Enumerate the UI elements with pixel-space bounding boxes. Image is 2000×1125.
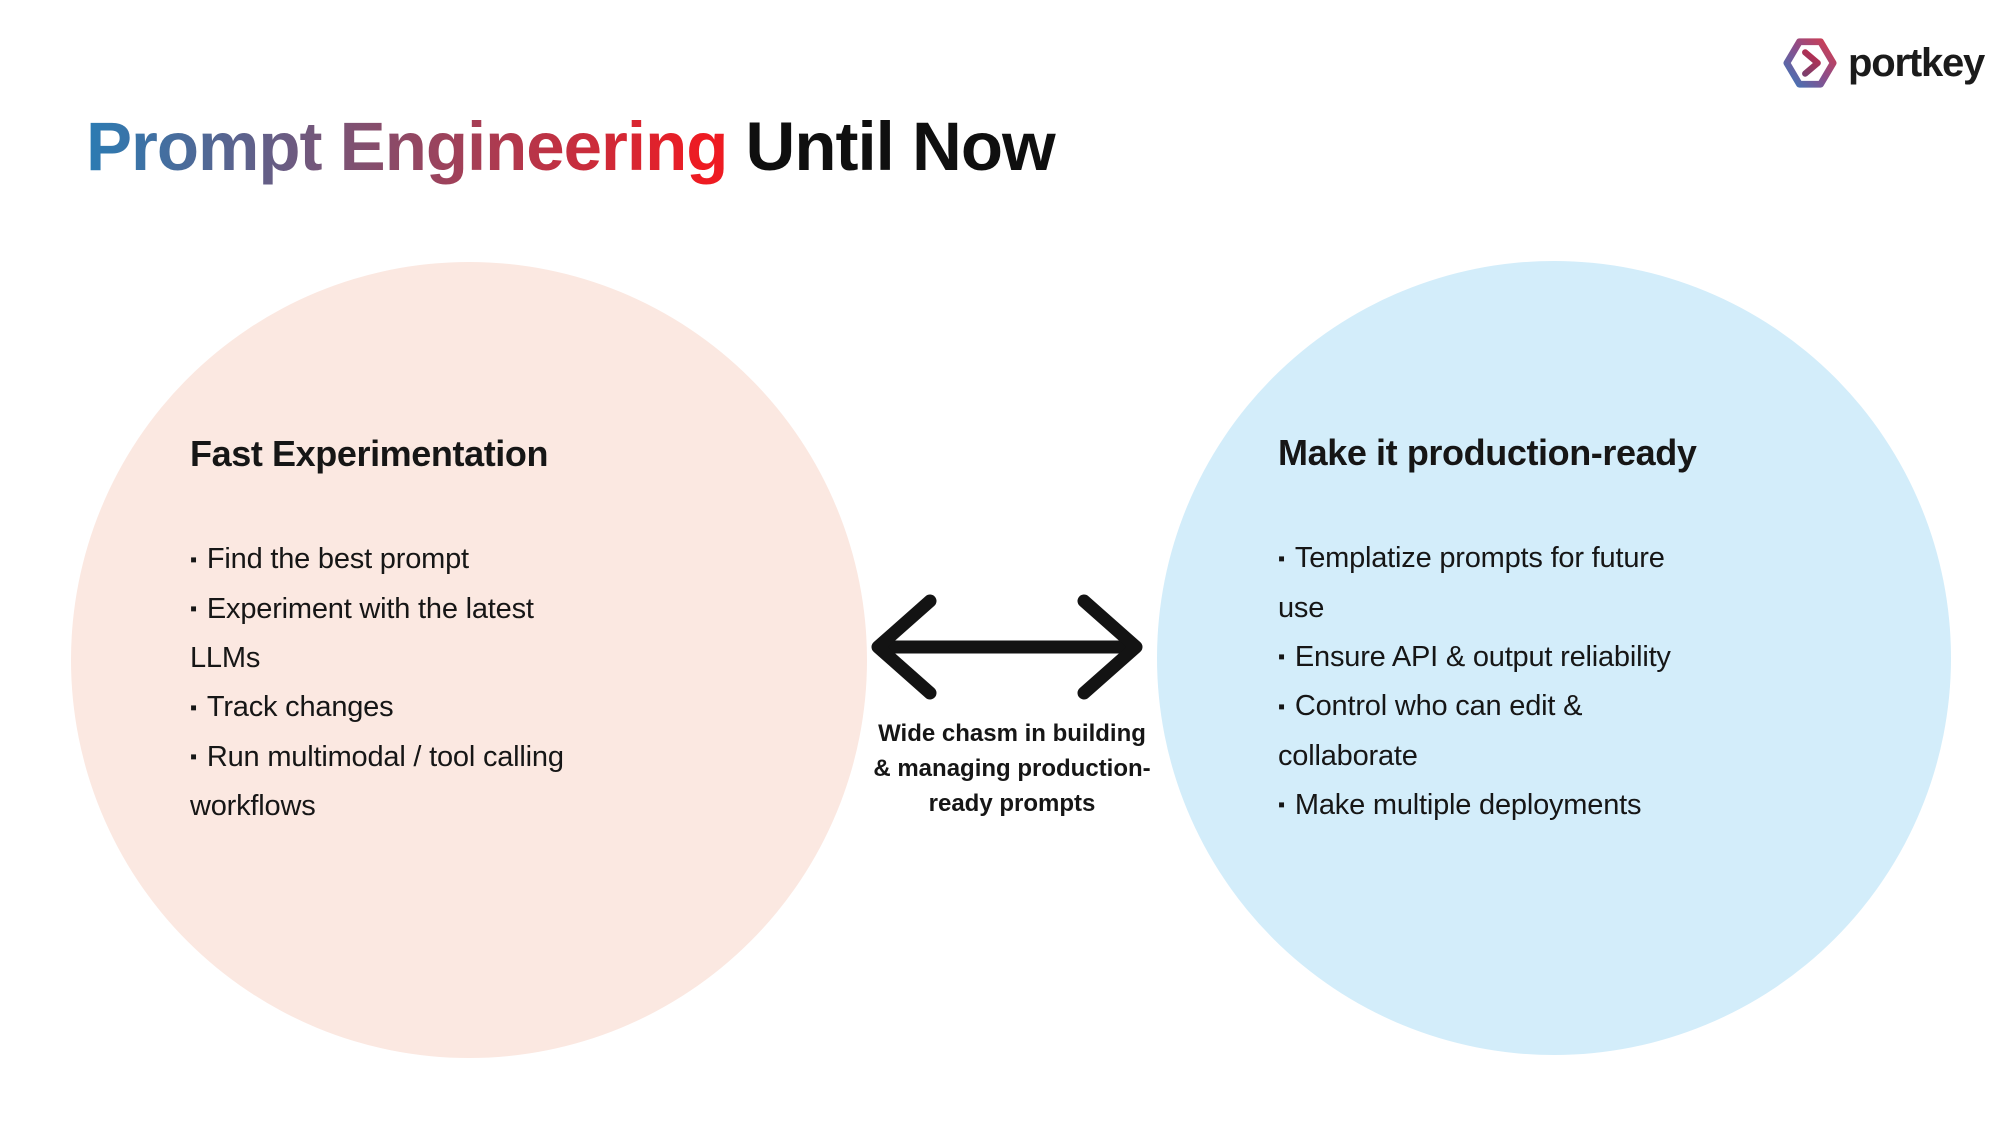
bullet-text: Ensure API & output reliability bbox=[1294, 640, 1671, 673]
bullet-text: Run multimodal / tool calling workflows bbox=[190, 740, 564, 823]
portkey-logo: portkey bbox=[1783, 36, 1985, 90]
bullet-square-icon: ▪ bbox=[190, 548, 197, 571]
bullet-item: ▪ Make multiple deployments bbox=[1278, 781, 1863, 831]
bullet-text: Track changes bbox=[206, 691, 394, 724]
portkey-wordmark: portkey bbox=[1848, 40, 1985, 85]
bullet-item: ▪ Find the best prompt bbox=[190, 535, 755, 585]
bullet-square-icon: ▪ bbox=[190, 746, 197, 769]
title-gradient-text: Prompt Engineering bbox=[86, 108, 728, 186]
chasm-caption: Wide chasm in building & managing produc… bbox=[873, 720, 1151, 817]
bullet-item: ▪Control who can edit & collaborate bbox=[1278, 682, 1863, 781]
bullet-square-icon: ▪ bbox=[1278, 646, 1285, 669]
right-circle-heading: Make it production-ready bbox=[1278, 432, 1697, 473]
left-circle-heading: Fast Experimentation bbox=[190, 433, 549, 474]
portkey-hexagon-icon bbox=[1783, 38, 1837, 88]
production-ready-circle: Make it production-ready ▪Templatize pro… bbox=[1157, 261, 1951, 1055]
left-bullet-list: ▪Find the best prompt ▪Experiment with t… bbox=[190, 535, 755, 831]
page-title: Prompt Engineering Until Now bbox=[86, 106, 1056, 188]
bullet-square-icon: ▪ bbox=[190, 696, 197, 719]
bullet-text: Control who can edit & collaborate bbox=[1278, 690, 1583, 772]
bullet-square-icon: ▪ bbox=[1278, 547, 1285, 570]
double-arrow-icon bbox=[871, 594, 1143, 700]
bullet-item: ▪Templatize prompts for future use bbox=[1278, 534, 1863, 633]
bullet-square-icon: ▪ bbox=[1278, 794, 1285, 817]
fast-experimentation-circle: Fast Experimentation ▪ Find the best prom… bbox=[71, 262, 867, 1058]
bullet-square-icon: ▪ bbox=[1278, 695, 1285, 718]
title-plain-text: Until Now bbox=[727, 108, 1056, 186]
bullet-item: ▪Experiment with the latest LLMs bbox=[190, 585, 755, 684]
bullet-square-icon: ▪ bbox=[190, 598, 197, 621]
bullet-text: Find the best prompt bbox=[206, 543, 469, 575]
bullet-item: ▪ Track changes bbox=[190, 683, 755, 733]
bullet-text: Templatize prompts for future use bbox=[1278, 542, 1665, 624]
bullet-item: ▪ Ensure API & output reliability bbox=[1278, 633, 1863, 683]
bullet-text: Experiment with the latest LLMs bbox=[190, 592, 534, 675]
bullet-item: ▪Run multimodal / tool calling workflows bbox=[190, 733, 755, 832]
bullet-text: Make multiple deployments bbox=[1294, 788, 1642, 821]
right-bullet-list: ▪Templatize prompts for future use ▪Ensu… bbox=[1278, 534, 1863, 830]
